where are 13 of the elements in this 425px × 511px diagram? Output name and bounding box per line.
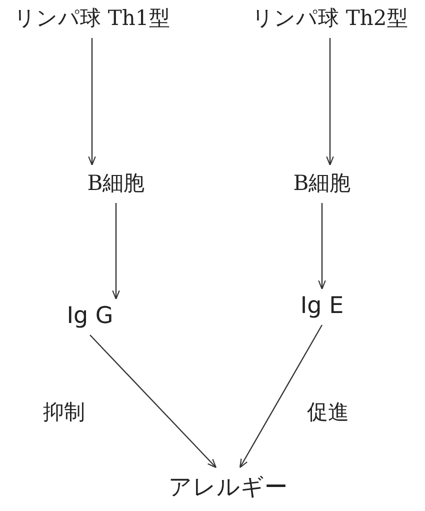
arrow xyxy=(88,38,96,166)
node-text: アレルギー xyxy=(168,472,288,502)
node-text: リンパ球 Th1型 xyxy=(14,4,170,32)
node-text: Ig G xyxy=(66,303,114,329)
node-text: リンパ球 Th2型 xyxy=(252,4,408,32)
arrow xyxy=(326,38,334,166)
node-text: B細胞 xyxy=(87,169,145,197)
arrow xyxy=(318,203,326,290)
arrow xyxy=(112,203,120,300)
node-text: Ig E xyxy=(300,293,344,319)
arrow xyxy=(239,324,323,468)
arrow xyxy=(90,334,217,468)
node-text: B細胞 xyxy=(293,169,351,197)
